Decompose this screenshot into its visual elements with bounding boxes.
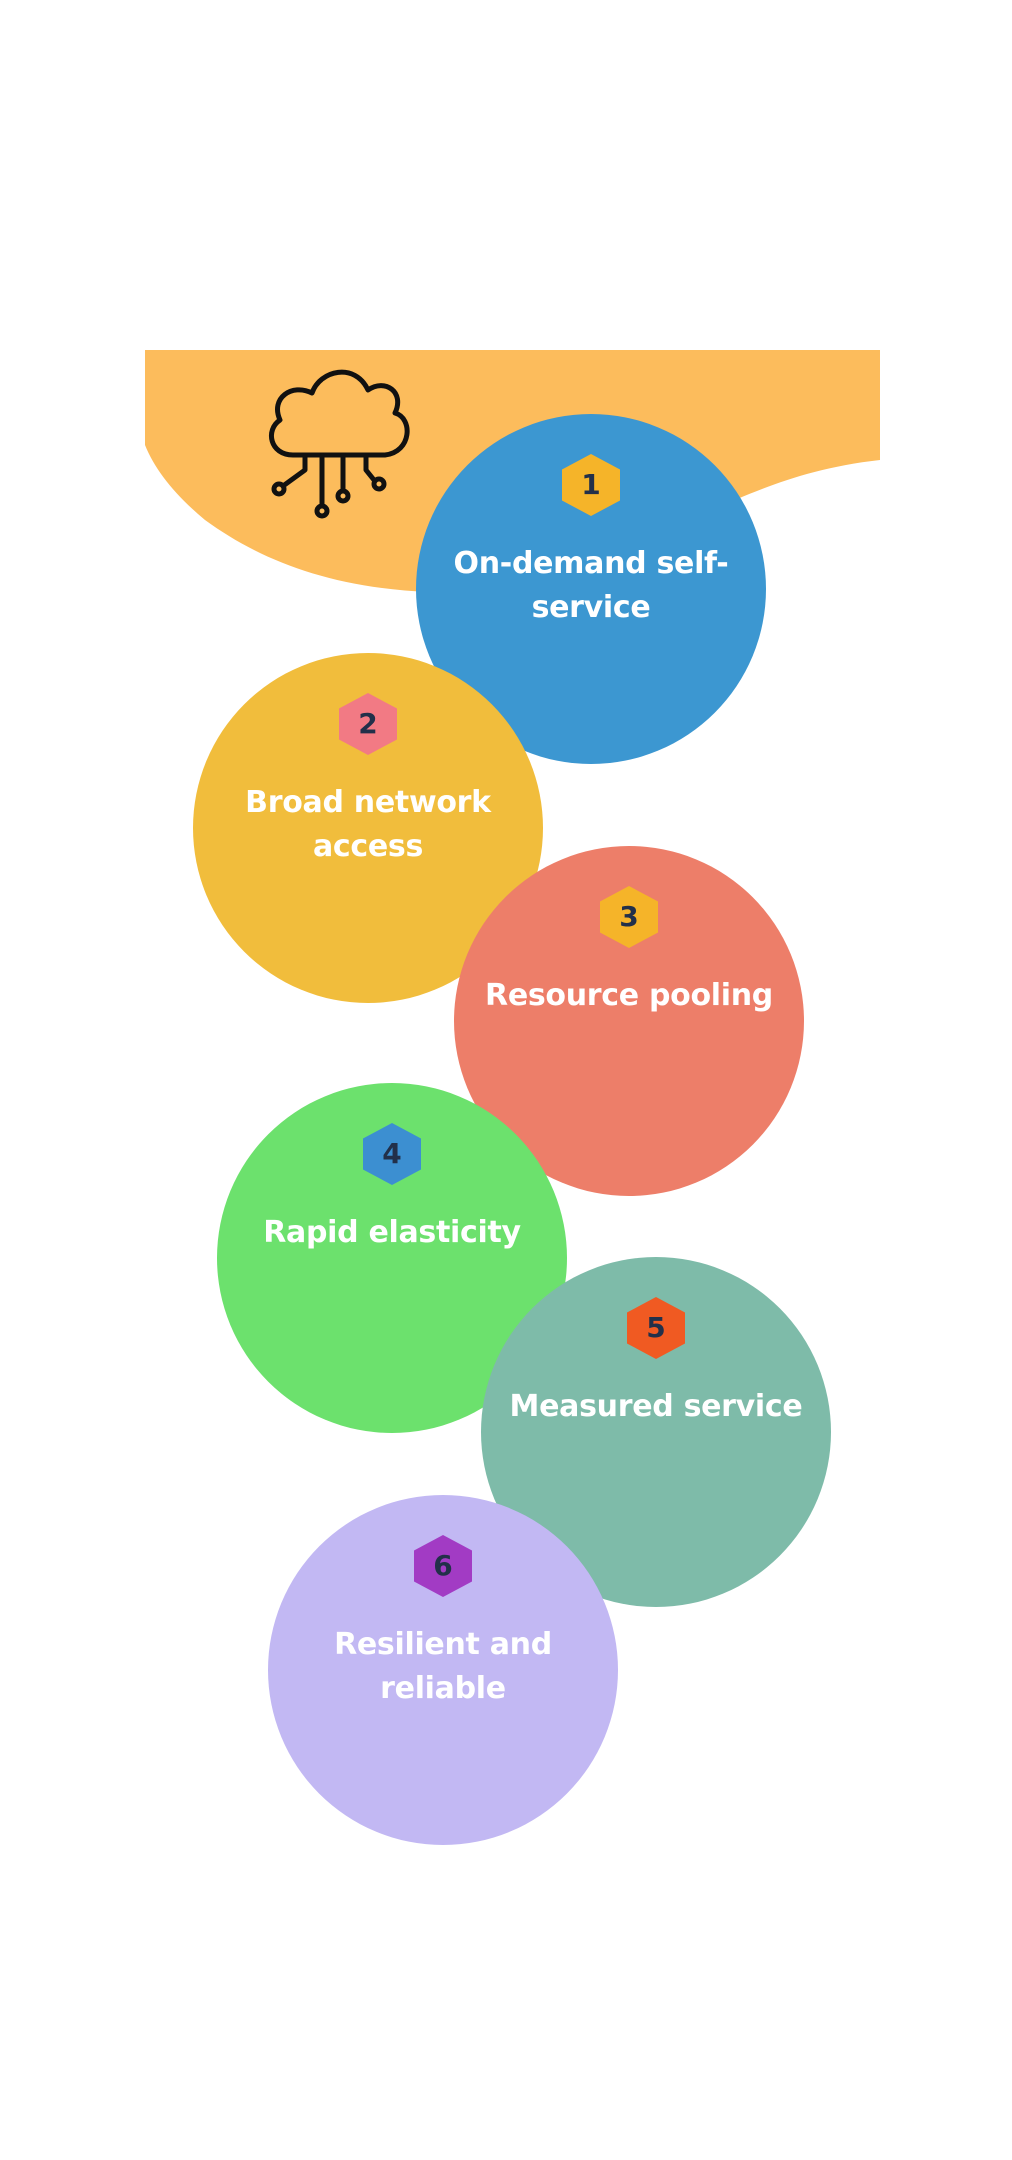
characteristic-label: Broad network access (245, 785, 491, 864)
number-badge-4: 4 (363, 1123, 421, 1185)
characteristic-label: Resilient and reliable (334, 1627, 552, 1706)
number-badge-2: 2 (339, 693, 397, 755)
badge-number: 6 (433, 1549, 453, 1582)
characteristic-label: Measured service (509, 1389, 803, 1424)
number-badge-1: 1 (562, 454, 620, 516)
number-badge-6: 6 (414, 1535, 472, 1597)
characteristic-label: On-demand self-service (453, 546, 729, 625)
number-badge-5: 5 (627, 1297, 685, 1359)
badge-number: 5 (646, 1311, 666, 1344)
characteristic-label: Resource pooling (485, 978, 773, 1013)
badge-number: 1 (581, 468, 601, 501)
badge-number: 2 (358, 707, 378, 740)
badge-number: 4 (382, 1137, 402, 1170)
cloud-network-icon (269, 369, 410, 519)
characteristic-circle-6: 6 Resilient and reliable (268, 1495, 618, 1845)
number-badge-3: 3 (600, 886, 658, 948)
characteristic-label: Rapid elasticity (263, 1215, 521, 1250)
badge-number: 3 (619, 900, 639, 933)
